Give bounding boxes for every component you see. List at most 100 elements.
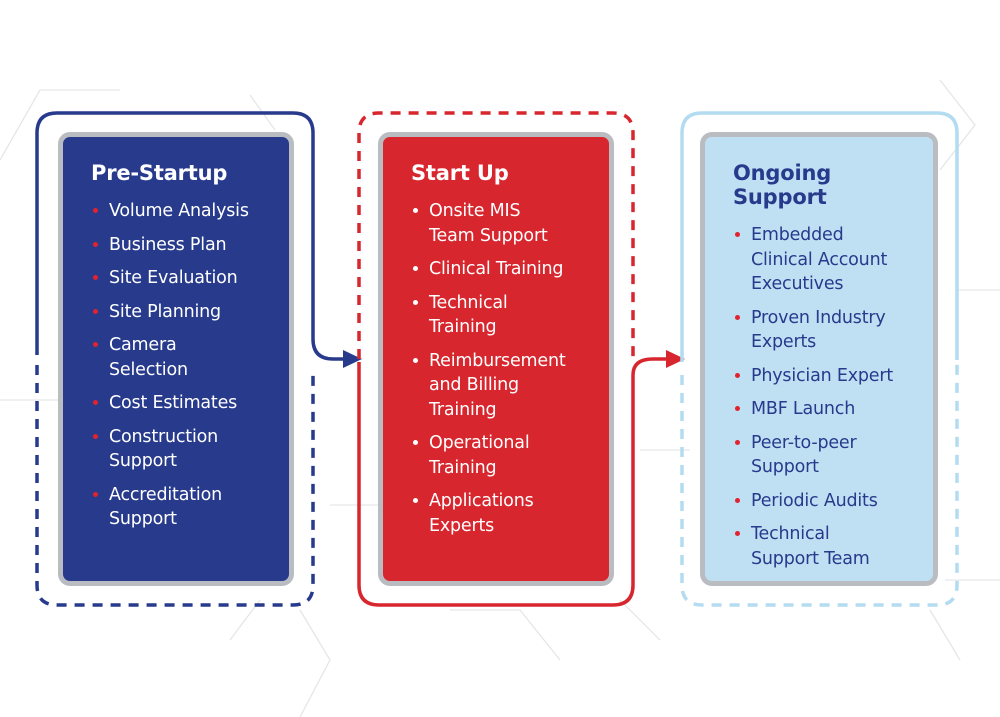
bg-line (0, 89, 120, 161)
list-item: Business Plan (91, 233, 263, 258)
bullet-icon (413, 440, 418, 445)
flow-arrow-icon (666, 350, 685, 368)
pre-startup-outline-solid (35, 111, 349, 361)
list-item-line: Support Team (751, 548, 870, 569)
list-item-line: Experts (429, 515, 495, 536)
bg-line (619, 599, 661, 641)
list-item-line: Physician Expert (751, 365, 893, 386)
stage-title: Start Up (411, 161, 509, 185)
bullet-icon (413, 299, 418, 305)
start-up-outline-dashed (357, 111, 635, 359)
list-item-line: Technical (751, 524, 830, 544)
bullet-icon (413, 208, 418, 213)
bullet-icon (93, 308, 98, 314)
bullet-icon (735, 439, 740, 445)
list-item-line: Site Evaluation (109, 268, 238, 288)
flow-arrow-icon (343, 350, 362, 368)
bullet-icon (413, 498, 418, 503)
list-item: Site Evaluation (91, 266, 263, 291)
list-item-line: Volume Analysis (109, 201, 249, 221)
list-item-line: MBF Launch (751, 399, 856, 419)
list-item-line: Cost Estimates (109, 393, 238, 413)
bullet-icon (735, 314, 740, 320)
bullet-icon (735, 232, 740, 237)
list-item-line: and Billing (429, 375, 519, 395)
list-item-line: Selection (109, 359, 188, 380)
list-item: MBF Launch (733, 397, 907, 422)
list-item-line: Support (109, 509, 177, 529)
list-item-line: Periodic Audits (751, 490, 878, 511)
list-item-line: Operational (429, 433, 530, 453)
list-item-line: Training (429, 317, 497, 337)
list-item: Physician Expert (733, 364, 907, 389)
list-item-line: Business Plan (109, 234, 227, 255)
bullet-icon (93, 400, 98, 405)
bullet-icon (413, 266, 418, 271)
bullet-icon (735, 497, 740, 503)
list-item-line: Support (751, 457, 819, 477)
list-item: Periodic Audits (733, 489, 907, 514)
bullet-icon (93, 275, 98, 280)
bullet-icon (735, 531, 740, 536)
ongoing-outline-dashed (680, 360, 959, 607)
list-item-line: Peer-to-peer (751, 432, 857, 453)
bullet-icon (93, 208, 98, 213)
stage-title: Pre-Startup (91, 161, 228, 185)
list-item-line: Accreditation (109, 484, 222, 505)
list-item-line: Team Support (429, 225, 548, 246)
list-item-line: Support (109, 451, 177, 471)
list-item-line: Experts (751, 332, 817, 352)
bullet-icon (93, 433, 98, 439)
ongoing-outline-solid (680, 111, 959, 362)
list-item: Site Planning (91, 300, 263, 325)
start-up-outline-solid (357, 357, 672, 607)
bullet-icon (735, 406, 740, 411)
bg-line (299, 609, 331, 717)
list-item-line: Training (429, 457, 497, 478)
bg-line (450, 609, 561, 661)
list-item: Cost Estimates (91, 391, 263, 416)
list-item: Volume Analysis (91, 199, 263, 224)
list-item-line: Clinical Training (429, 259, 564, 279)
list-item-line: Proven Industry (751, 307, 886, 328)
list-item-line: Camera (109, 335, 177, 355)
list-item-line: Embedded (751, 225, 844, 245)
list-item-line: Onsite MIS (429, 201, 521, 221)
bg-line (929, 609, 961, 661)
list-item-line: Technical (429, 292, 508, 313)
list-item-line: Executives (751, 274, 844, 294)
bg-line (939, 79, 976, 171)
list-item-line: Site Planning (109, 301, 221, 322)
list-item: Clinical Training (411, 257, 583, 282)
list-item-line: Construction (109, 426, 219, 447)
bullet-icon (93, 241, 98, 247)
pre-startup-outline-dashed (35, 365, 315, 607)
list-item: Onsite MIS Team Support (411, 199, 583, 248)
list-item-line: Clinical Account (751, 249, 888, 270)
list-item-line: Reimbursement (429, 350, 566, 371)
stage-title: Ongoing Support (733, 161, 832, 209)
bullet-icon (93, 491, 98, 497)
list-item-line: Training (429, 399, 497, 420)
bullet-icon (735, 372, 740, 378)
bullet-icon (413, 357, 418, 363)
list-item-line: Applications (429, 491, 534, 511)
